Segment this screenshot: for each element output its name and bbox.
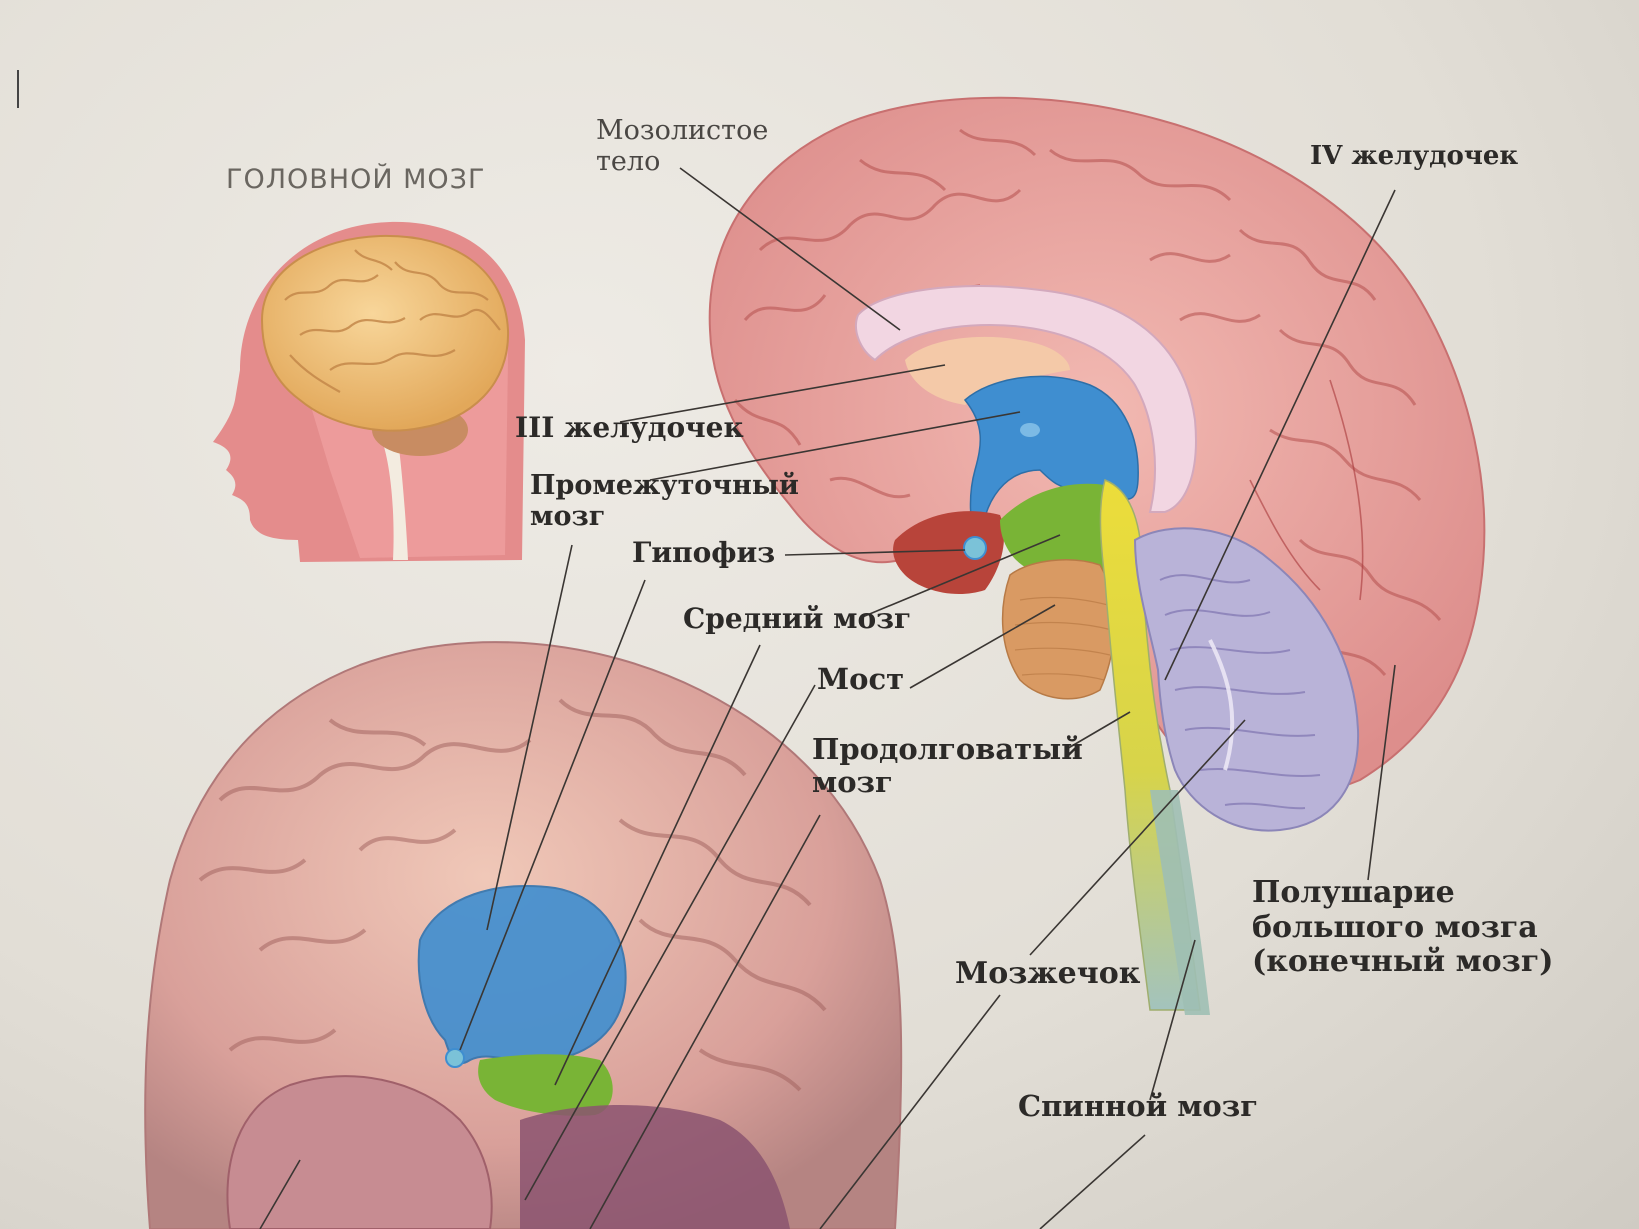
- small-spinal-cord: [382, 440, 408, 560]
- line-corpus: [679, 167, 901, 331]
- line-medulla: [1064, 711, 1131, 751]
- label-spinal-cord: Спинной мозг: [1018, 1089, 1259, 1123]
- lateral-stem-region: [520, 1105, 790, 1229]
- label-corpus-callosum: Мозолистое тело: [596, 115, 769, 178]
- line-cerebellum: [1029, 719, 1246, 956]
- line-midbrain-lateral: [554, 644, 761, 1086]
- lateral-midbrain: [478, 1054, 613, 1116]
- lateral-brain: [144, 641, 903, 1229]
- label-pituitary: Гипофиз: [632, 536, 776, 569]
- line-pituitary-lateral: [459, 579, 646, 1051]
- label-hemisphere: Полушарие большого мозга (конечный мозг): [1252, 875, 1554, 979]
- label-midbrain: Средний мозг: [683, 602, 912, 635]
- line-medulla-lateral: [589, 814, 821, 1229]
- lateral-pituitary: [445, 1048, 465, 1068]
- thalamus: [905, 336, 1070, 405]
- line-hemisphere: [1367, 664, 1396, 881]
- line-temporal: [259, 1159, 301, 1229]
- label-cerebellum: Мозжечок: [955, 956, 1141, 991]
- line-cerebellum-lateral: [819, 994, 1001, 1229]
- line-midbrain: [859, 534, 1061, 619]
- head-profile: [213, 221, 525, 562]
- corpus-callosum: [855, 285, 1197, 513]
- diagram-title: ГОЛОВНОЙ МОЗГ: [226, 164, 486, 195]
- label-fourth-ventricle: IV желудочек: [1310, 141, 1519, 171]
- pituitary-gland: [963, 536, 987, 560]
- line-ventricle4: [1164, 189, 1396, 681]
- line-diencephalon-lateral: [486, 544, 573, 931]
- label-third-ventricle: III желудочек: [515, 411, 744, 444]
- label-diencephalon: Промежуточный мозг: [530, 470, 799, 533]
- hypothalamus: [893, 511, 1005, 595]
- pons: [1001, 559, 1115, 700]
- line-pons-lateral: [524, 684, 816, 1201]
- label-medulla: Продолговатый мозг: [812, 732, 1083, 800]
- spinal-cord: [1150, 790, 1210, 1015]
- cerebellum: [1133, 527, 1360, 832]
- midbrain: [1000, 483, 1127, 575]
- lateral-ventricles: [417, 884, 627, 1065]
- label-pons: Мост: [817, 662, 905, 696]
- leader-lines: [259, 167, 1396, 1229]
- sagittal-brain: [708, 96, 1486, 1015]
- line-ventricle3: [619, 364, 946, 423]
- line-spinal-lateral: [1039, 1134, 1146, 1229]
- temporal-lobe: [226, 1075, 493, 1229]
- line-pituitary: [784, 549, 966, 556]
- line-diencephalon: [649, 411, 1021, 481]
- line-pons: [909, 604, 1056, 689]
- line-spinal: [1149, 939, 1196, 1101]
